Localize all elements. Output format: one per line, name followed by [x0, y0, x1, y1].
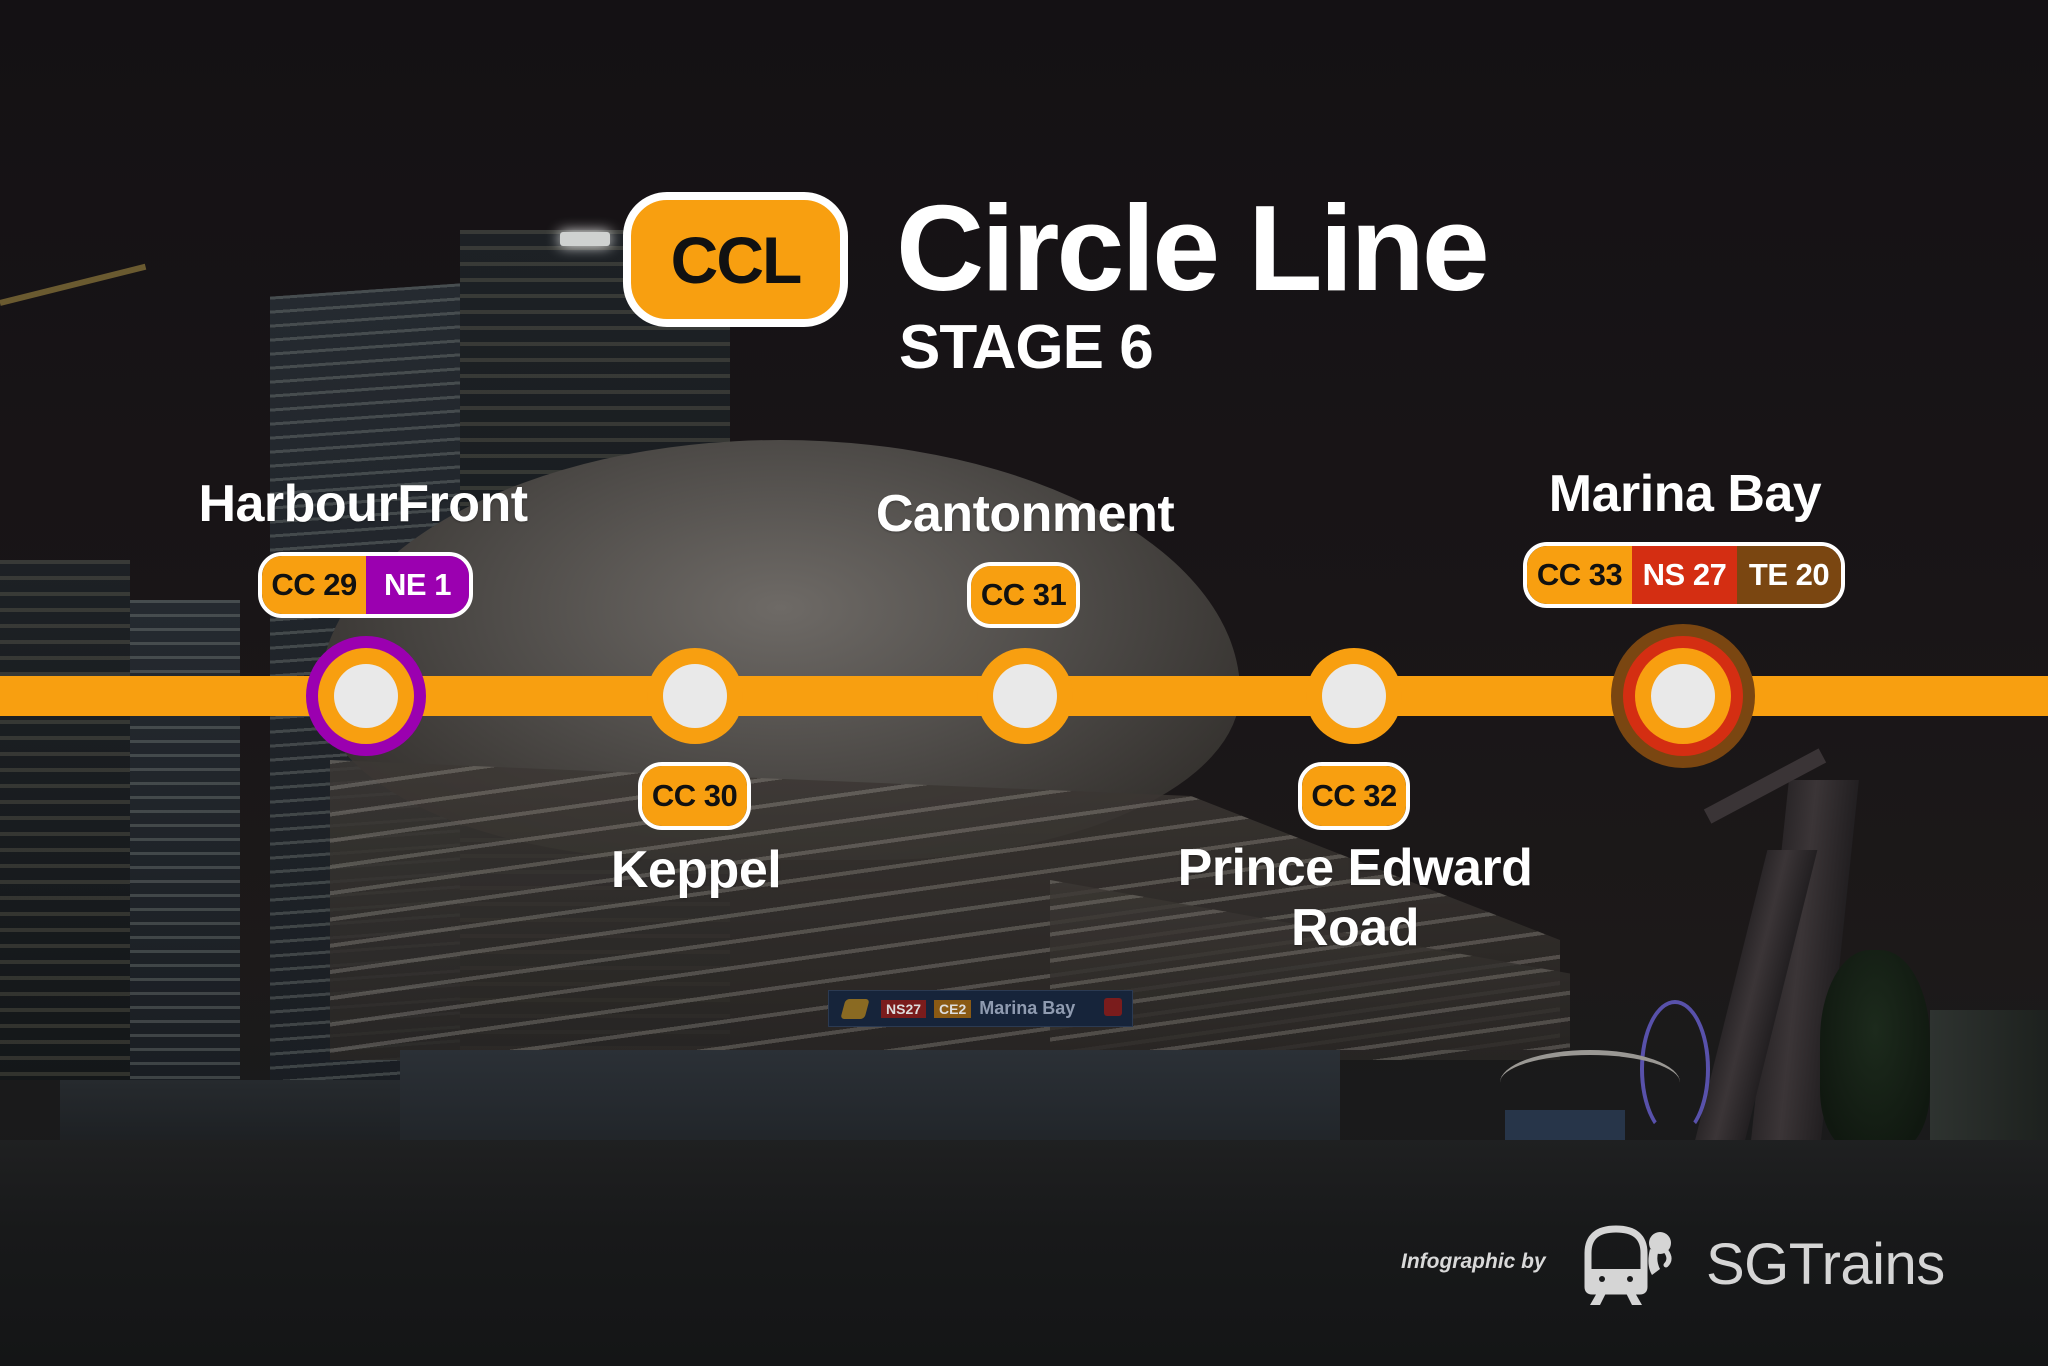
station-code-badge-harbourfront: CC 29 NE 1: [258, 552, 473, 618]
station-marker-keppel[interactable]: [647, 648, 743, 744]
station-name-cantonment: Cantonment: [875, 485, 1175, 543]
code-cc32: CC 32: [1302, 766, 1406, 826]
marker-center: [1322, 664, 1386, 728]
sign-code-ce: CE2: [934, 999, 972, 1018]
marker-center: [993, 664, 1057, 728]
stage-subtitle: STAGE 6: [899, 313, 1154, 382]
station-name-marina-bay: Marina Bay: [1548, 465, 1822, 523]
marker-center: [1651, 664, 1715, 728]
mrt-symbol-icon: [1104, 998, 1122, 1016]
crane: [0, 263, 147, 306]
line-title: Circle Line: [896, 180, 1490, 316]
mrt-logo-icon: [840, 999, 870, 1019]
code-te20: TE 20: [1737, 546, 1841, 604]
station-signboard: NS27 CE2 Marina Bay: [828, 990, 1133, 1027]
skyscraper: [0, 560, 130, 1080]
code-cc31: CC 31: [971, 566, 1076, 624]
code-cc30: CC 30: [642, 766, 747, 826]
station-marker-cantonment[interactable]: [977, 648, 1073, 744]
paved-ground: [0, 1140, 2048, 1366]
sign-code-ns: NS27: [881, 999, 927, 1018]
station-name-line2: Road: [1290, 899, 1419, 957]
code-cc33: CC 33: [1527, 546, 1632, 604]
station-name-harbourfront: HarbourFront: [198, 475, 528, 533]
station-name-prince-edward-road: Prince Edward Road: [1178, 838, 1533, 958]
code-ne1: NE 1: [366, 556, 469, 614]
station-code-badge-marina-bay: CC 33 NS 27 TE 20: [1523, 542, 1845, 608]
marker-center: [663, 664, 727, 728]
station-code-badge-keppel: CC 30: [638, 762, 751, 830]
station-name-line1: Prince Edward: [1177, 839, 1533, 897]
credit-prefix: Infographic by: [1401, 1250, 1546, 1273]
line-code-badge: CCL: [623, 192, 848, 327]
arched-roof: [1500, 1050, 1680, 1115]
sign-station-name: Marina Bay: [979, 998, 1076, 1018]
station-marker-prince-edward-road[interactable]: [1306, 648, 1402, 744]
station-code-badge-cantonment: CC 31: [967, 562, 1080, 628]
building-right: [1930, 1010, 2048, 1140]
station-marker-marina-bay[interactable]: [1611, 624, 1755, 768]
train-with-person-icon: [1584, 1225, 1672, 1305]
line-code: CCL: [670, 222, 803, 297]
tree: [1820, 950, 1930, 1150]
station-marker-harbourfront[interactable]: [306, 636, 426, 756]
brand-name: SGTrains: [1706, 1232, 1945, 1297]
code-ns27: NS 27: [1632, 546, 1737, 604]
rooftop-light: [560, 232, 610, 246]
marker-center: [334, 664, 398, 728]
station-name-keppel: Keppel: [610, 841, 782, 899]
code-cc29: CC 29: [262, 556, 366, 614]
station-code-badge-prince-edward-road: CC 32: [1298, 762, 1410, 830]
skyscraper: [130, 600, 240, 1080]
